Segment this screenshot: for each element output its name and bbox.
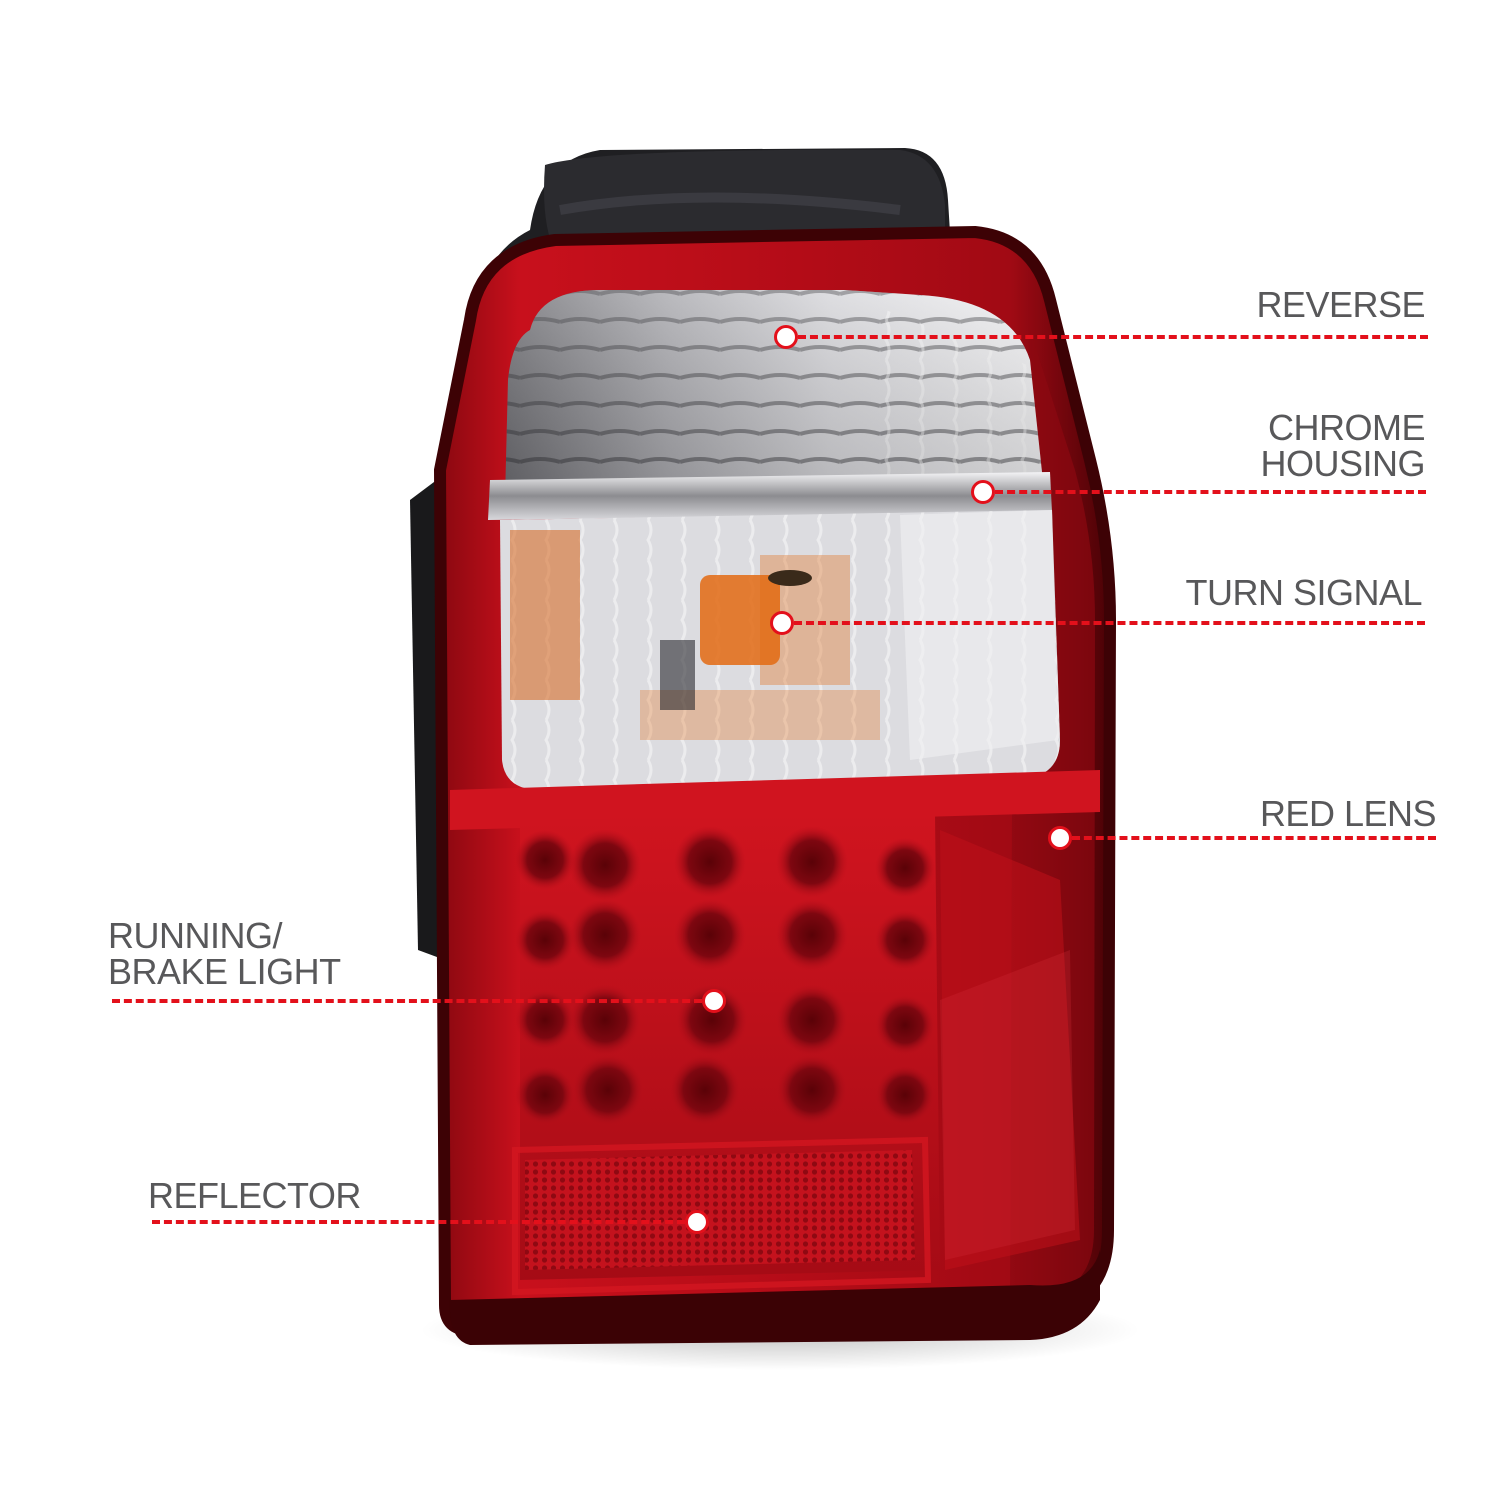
leader-line	[995, 490, 1426, 494]
leader-line	[798, 335, 1428, 339]
label-reflector: REFLECTOR	[148, 1178, 361, 1214]
label-chrome-housing: CHROME HOUSING	[1260, 410, 1425, 482]
callout-marker-icon	[685, 1210, 709, 1234]
label-text: CHROME	[1268, 407, 1425, 448]
leader-line	[794, 621, 1425, 625]
leader-line	[152, 1220, 685, 1224]
callout-marker-icon	[770, 611, 794, 635]
label-text: REFLECTOR	[148, 1175, 361, 1216]
callout-marker-icon	[702, 989, 726, 1013]
label-text: RUNNING/	[108, 915, 282, 956]
leader-line	[1072, 836, 1436, 840]
label-reverse: REVERSE	[1256, 287, 1425, 323]
label-text: RED LENS	[1259, 793, 1437, 834]
leader-line	[112, 999, 702, 1003]
label-text: BRAKE LIGHT	[108, 951, 341, 992]
label-turn-signal: TURN SIGNAL	[1185, 575, 1422, 611]
label-red-lens: RED LENS	[1259, 793, 1437, 834]
label-text: REVERSE	[1256, 284, 1425, 325]
led-array	[515, 826, 935, 1126]
label-text: TURN SIGNAL	[1185, 572, 1422, 613]
label-running-brake-light: RUNNING/ BRAKE LIGHT	[108, 918, 341, 990]
callout-marker-icon	[971, 480, 995, 504]
callout-marker-icon	[1048, 826, 1072, 850]
label-text: HOUSING	[1260, 443, 1425, 484]
callout-marker-icon	[774, 325, 798, 349]
